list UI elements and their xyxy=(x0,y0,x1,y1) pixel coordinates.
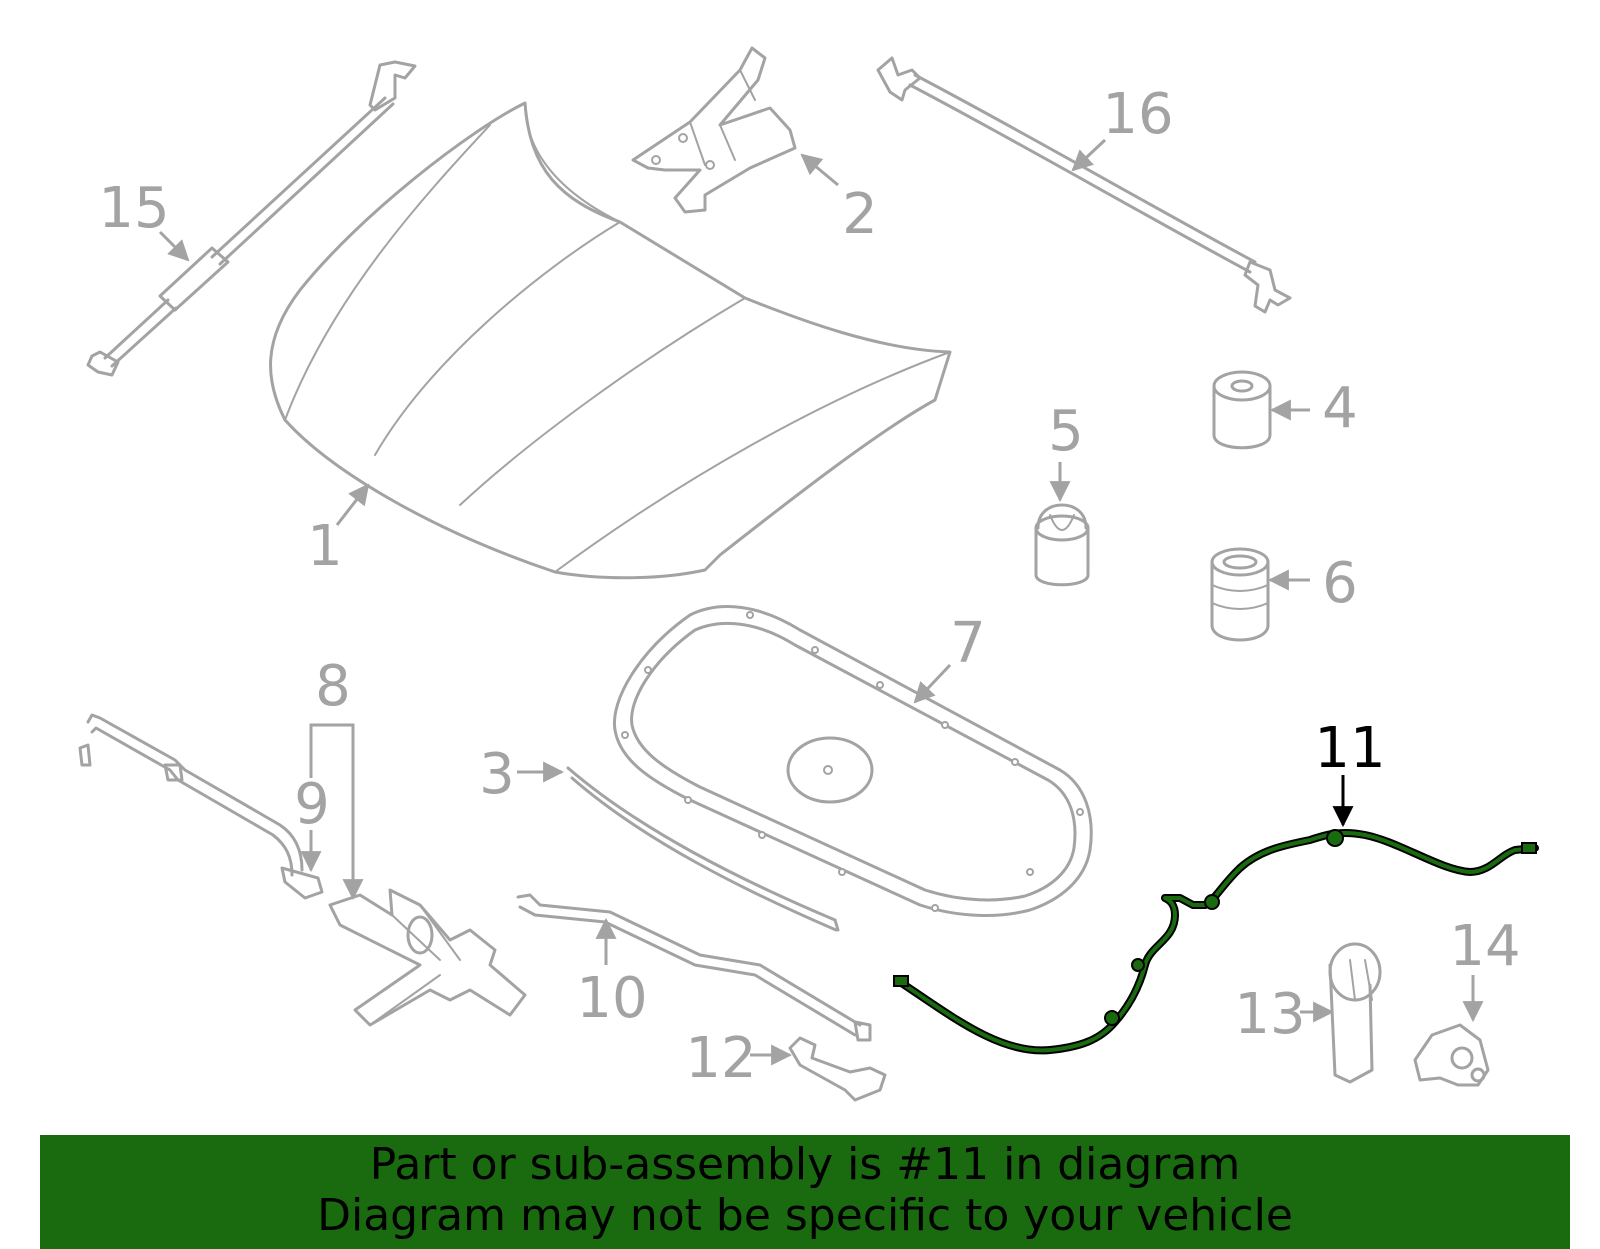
callout-1: 1 xyxy=(307,514,343,579)
callout-10: 10 xyxy=(576,966,647,1031)
banner-line-1: Part or sub-assembly is #11 in diagram xyxy=(369,1139,1241,1190)
part-6-bellows-bumper xyxy=(1210,547,1270,642)
part-4-bumper xyxy=(1212,370,1272,450)
banner-line-2: Diagram may not be specific to your vehi… xyxy=(317,1190,1293,1241)
part-7-insulator xyxy=(612,605,1093,917)
info-banner: Part or sub-assembly is #11 in diagram D… xyxy=(40,1135,1570,1249)
callout-15: 15 xyxy=(98,176,169,241)
callout-11: 11 xyxy=(1314,716,1385,781)
callout-14: 14 xyxy=(1449,914,1520,979)
callout-2: 2 xyxy=(842,182,878,247)
callout-4: 4 xyxy=(1322,376,1358,441)
part-9-cable xyxy=(78,713,324,900)
part-16-weatherstrip xyxy=(876,56,1292,314)
part-13-release-handle xyxy=(1328,942,1382,1084)
callout-12: 12 xyxy=(685,1026,756,1091)
leader-lines xyxy=(158,138,1484,1066)
callout-7: 7 xyxy=(950,611,986,676)
callout-5: 5 xyxy=(1048,399,1084,464)
callout-8: 8 xyxy=(315,654,351,719)
callout-13: 13 xyxy=(1234,982,1305,1047)
callout-9: 9 xyxy=(294,772,330,837)
callout-labels: 1 2 3 4 5 6 7 8 9 10 11 12 13 14 15 16 xyxy=(98,82,1520,1091)
callout-16: 16 xyxy=(1102,82,1173,147)
part-8-latch xyxy=(328,888,527,1027)
part-14-actuator xyxy=(1413,1023,1490,1087)
part-11-release-cable xyxy=(893,828,1539,1055)
callout-3: 3 xyxy=(479,742,515,807)
part-15-support-strut xyxy=(86,60,417,377)
part-2-hinge xyxy=(631,46,797,214)
part-3-seal xyxy=(566,766,840,932)
part-1-hood xyxy=(269,101,952,580)
callout-6: 6 xyxy=(1322,551,1358,616)
part-10-prop-rod xyxy=(516,893,872,1042)
part-5-bumper-stop xyxy=(1034,503,1090,587)
part-12-clip xyxy=(788,1036,887,1102)
